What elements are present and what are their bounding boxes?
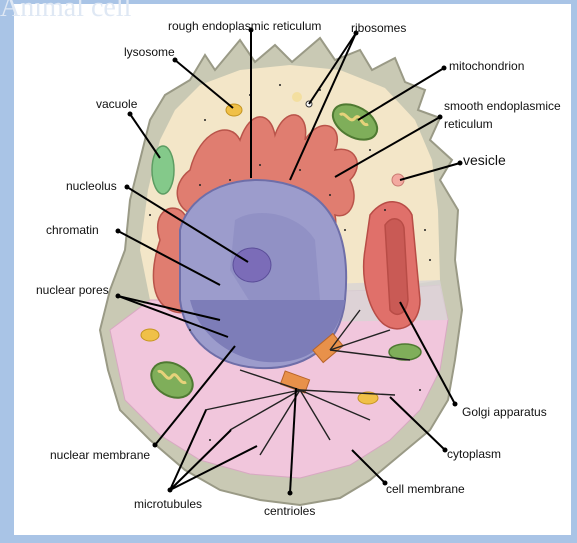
label-cytoplasm: cytoplasm [447,447,501,461]
yellow-organelle-shape [141,329,159,341]
label-rough-er: rough endoplasmic reticulum [168,19,321,33]
label-vesicle: vesicle [463,153,506,167]
label-cell-membrane: cell membrane [386,482,465,496]
label-nucleolus: nucleolus [66,179,117,193]
lysosome-shape [226,104,242,116]
label-lysosome: lysosome [124,45,175,59]
nucleolus-shape [233,248,271,282]
label-smooth-er-line2: reticulum [444,117,493,131]
label-vacuole: vacuole [96,97,137,111]
label-nuclear-membrane: nuclear membrane [50,448,150,462]
label-smooth-er-line1: smooth endoplasmice [444,99,561,113]
label-golgi: Golgi apparatus [462,405,547,419]
label-chromatin: chromatin [46,223,99,237]
label-mitochondrion: mitochondrion [449,59,524,73]
vacuole-shape [152,146,174,194]
lysosome-top-shape [292,92,302,102]
label-microtubules: microtubules [134,497,202,511]
label-ribosomes: ribosomes [351,21,406,35]
label-centrioles: centrioles [264,504,315,518]
golgi-shape [364,202,420,329]
label-nuclear-pores: nuclear pores [36,283,109,297]
